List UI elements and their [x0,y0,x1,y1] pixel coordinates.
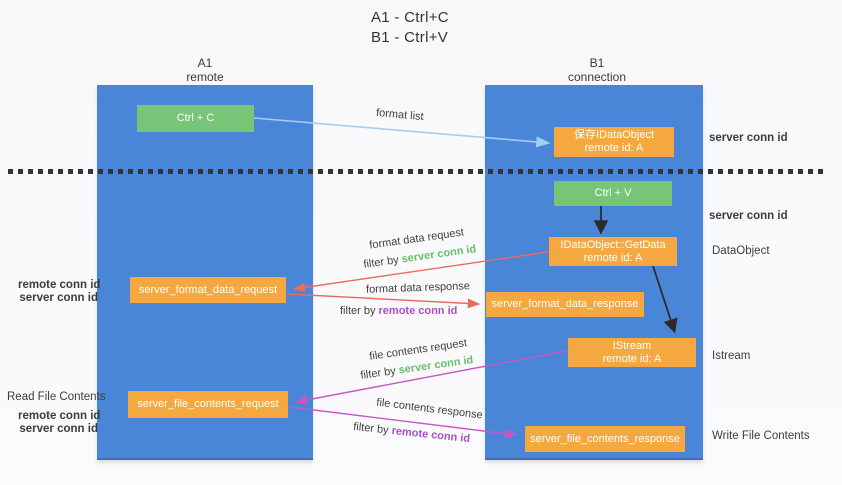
file-contents-response-label: file contents response [375,396,484,422]
column-a-role: remote [186,70,224,84]
format-list-label: format list [375,106,425,124]
format-data-response-filter-label: filter by remote conn id [340,305,457,317]
node-istream-line1: IStream [612,339,652,352]
file-contents-response-filter-label: filter by remote conn id [353,421,471,445]
node-server-file-contents-response-label: server_file_contents_response [530,432,680,445]
column-a-name: A1 [197,56,213,70]
read-file-contents-label: Read File Contents [7,391,106,403]
column-b-name: B1 [589,56,605,70]
format-data-response-label: format data response [365,280,471,296]
node-server-format-data-request: server_format_data_request [130,277,286,303]
node-ctrl-v: Ctrl + V [554,181,672,206]
column-a-header: A1 remote [135,56,275,84]
node-ctrl-c-label: Ctrl + C [176,112,215,124]
remote-conn-id-text: remote conn id [378,305,458,317]
node-save-idataobject-line1: 保存IDataObject [573,129,655,141]
node-server-file-contents-request-label: server_file_contents_request [137,398,279,410]
node-server-file-contents-response: server_file_contents_response [525,426,685,452]
server-conn-id-label-left-1: server conn id [19,292,98,304]
format-data-response-arrow [286,293,481,309]
node-server-format-data-response-label: server_format_data_response [491,298,639,310]
server-conn-id-text: server conn id [400,243,478,266]
filter-by-text: filter by [359,364,400,382]
title-line-2: B1 - Ctrl+V [371,29,449,46]
write-file-contents-label: Write File Contents [712,430,810,442]
remote-conn-id-text: remote conn id [390,424,471,446]
node-ctrl-c: Ctrl + C [137,105,254,132]
title-line-1: A1 - Ctrl+C [371,9,449,26]
server-conn-id-label-top: server conn id [709,132,788,144]
phase-divider-dotted-line [8,169,828,174]
node-idataobject-getdata-line2: remote id: A [583,251,643,264]
filter-by-text: filter by [352,420,393,437]
node-server-format-data-response: server_format_data_response [486,292,644,317]
node-server-format-data-request-label: server_format_data_request [138,283,278,296]
diagram-title: A1 - Ctrl+C B1 - Ctrl+V [371,8,449,48]
column-b-role: connection [567,70,627,84]
node-istream: IStream remote id: A [568,338,696,367]
column-b-header: B1 connection [527,56,667,84]
istream-label: Istream [712,350,751,362]
node-istream-line2: remote id: A [602,352,662,365]
node-server-file-contents-request: server_file_contents_request [128,391,288,418]
server-conn-id-label-mid: server conn id [709,210,788,222]
remote-conn-id-label-left-2: remote conn id [18,410,101,422]
dataobject-label: DataObject [712,245,770,257]
node-idataobject-getdata: IDataObject::GetData remote id: A [549,237,677,266]
node-save-idataobject: 保存IDataObject remote id: A [554,127,674,157]
node-save-idataobject-line2: remote id: A [584,142,644,154]
filter-by-text: filter by [340,305,379,317]
filter-by-text: filter by [362,253,403,271]
remote-conn-id-label-left-1: remote conn id [18,279,101,291]
server-conn-id-label-left-2: server conn id [19,423,98,435]
node-ctrl-v-label: Ctrl + V [594,187,632,199]
server-conn-id-text: server conn id [397,354,475,377]
node-idataobject-getdata-line1: IDataObject::GetData [560,238,666,251]
